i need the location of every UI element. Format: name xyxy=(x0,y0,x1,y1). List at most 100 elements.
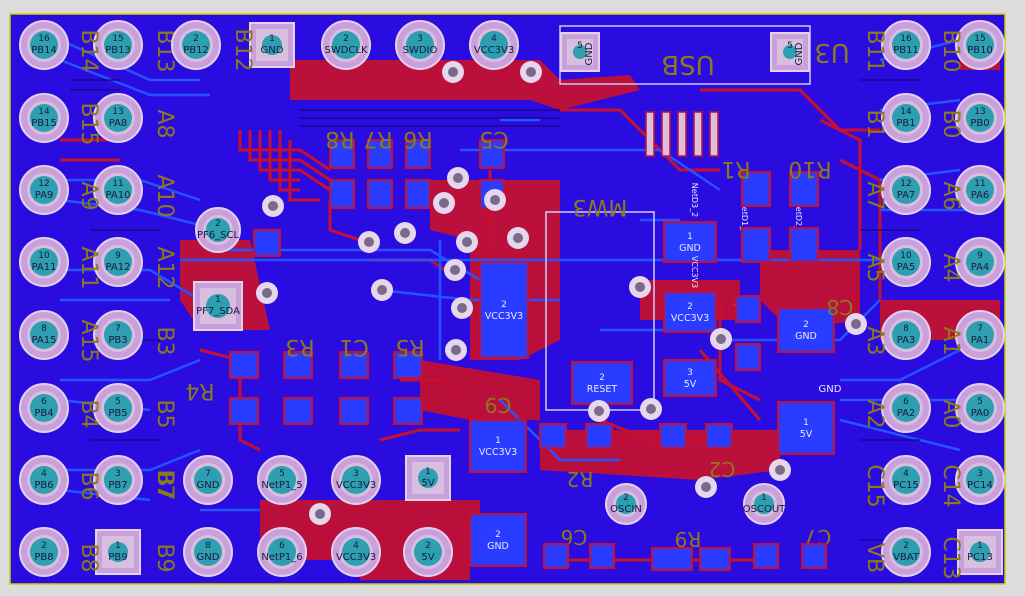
c2-pad-b[interactable] xyxy=(705,423,733,449)
c6-pad-a[interactable] xyxy=(543,543,569,569)
c4-pad-a[interactable] xyxy=(735,295,761,323)
c6-pad-b[interactable] xyxy=(589,543,615,569)
bottom-row2-pad-5v[interactable]: 25V xyxy=(403,527,453,577)
usb-signal-pad-5[interactable] xyxy=(709,111,719,157)
right-header-pad-pa6-number: 11 xyxy=(974,179,985,189)
i2c-smd-pad[interactable] xyxy=(253,229,281,257)
smd-mid-1-b[interactable] xyxy=(283,397,313,425)
usb-signal-pad-1[interactable] xyxy=(645,111,655,157)
pad-5v-a[interactable]: 35V xyxy=(663,359,717,397)
smd-top-0-a[interactable] xyxy=(329,139,355,169)
r2-pad-a[interactable] xyxy=(539,423,567,449)
c7-pad-a[interactable] xyxy=(753,543,779,569)
smd-mid-0-a[interactable] xyxy=(229,351,259,379)
usb-signal-pad-4[interactable] xyxy=(693,111,703,157)
usb-signal-pad-2[interactable] xyxy=(661,111,671,157)
smd-mid-3-a[interactable] xyxy=(393,351,423,379)
smd-top-1-b[interactable] xyxy=(367,179,393,209)
c2-pad-a[interactable] xyxy=(659,423,687,449)
pad-5v-b[interactable]: 15V xyxy=(777,401,835,455)
usb-shield-pad-right[interactable]: 5 xyxy=(770,32,810,72)
r9-pad-b[interactable] xyxy=(699,547,731,571)
smd-top-1-a[interactable] xyxy=(367,139,393,169)
smd-top-2-b[interactable] xyxy=(405,179,431,209)
c4-pad-b[interactable] xyxy=(735,343,761,371)
c2-pad-b-copper xyxy=(705,423,733,449)
smd-mid-2-b[interactable] xyxy=(339,397,369,425)
smd-mid-2-a[interactable] xyxy=(339,351,369,379)
smd-top-0-b[interactable] xyxy=(329,179,355,209)
smd-mid-1-a[interactable] xyxy=(283,351,313,379)
led-d1-a[interactable] xyxy=(741,171,771,207)
usb-signal-pad-3[interactable] xyxy=(677,111,687,157)
c7-pad-b[interactable] xyxy=(801,543,827,569)
bottom-row1-pad-5v[interactable]: 15V xyxy=(405,455,451,501)
r9-pad-a[interactable] xyxy=(651,547,693,571)
r2-pad-b[interactable] xyxy=(585,423,613,449)
led-d2-a[interactable] xyxy=(789,171,819,207)
led-d2-b[interactable] xyxy=(789,227,819,263)
led-d1-b[interactable] xyxy=(741,227,771,263)
c2-pad-a-copper xyxy=(659,423,687,449)
smd-mid-0-b[interactable] xyxy=(229,397,259,425)
smd-mid-3-b[interactable] xyxy=(393,397,423,425)
smd-top-2-a[interactable] xyxy=(405,139,431,169)
smd-top-3-a[interactable] xyxy=(479,139,505,169)
usb-shield-pad-left[interactable]: 5 xyxy=(560,32,600,72)
